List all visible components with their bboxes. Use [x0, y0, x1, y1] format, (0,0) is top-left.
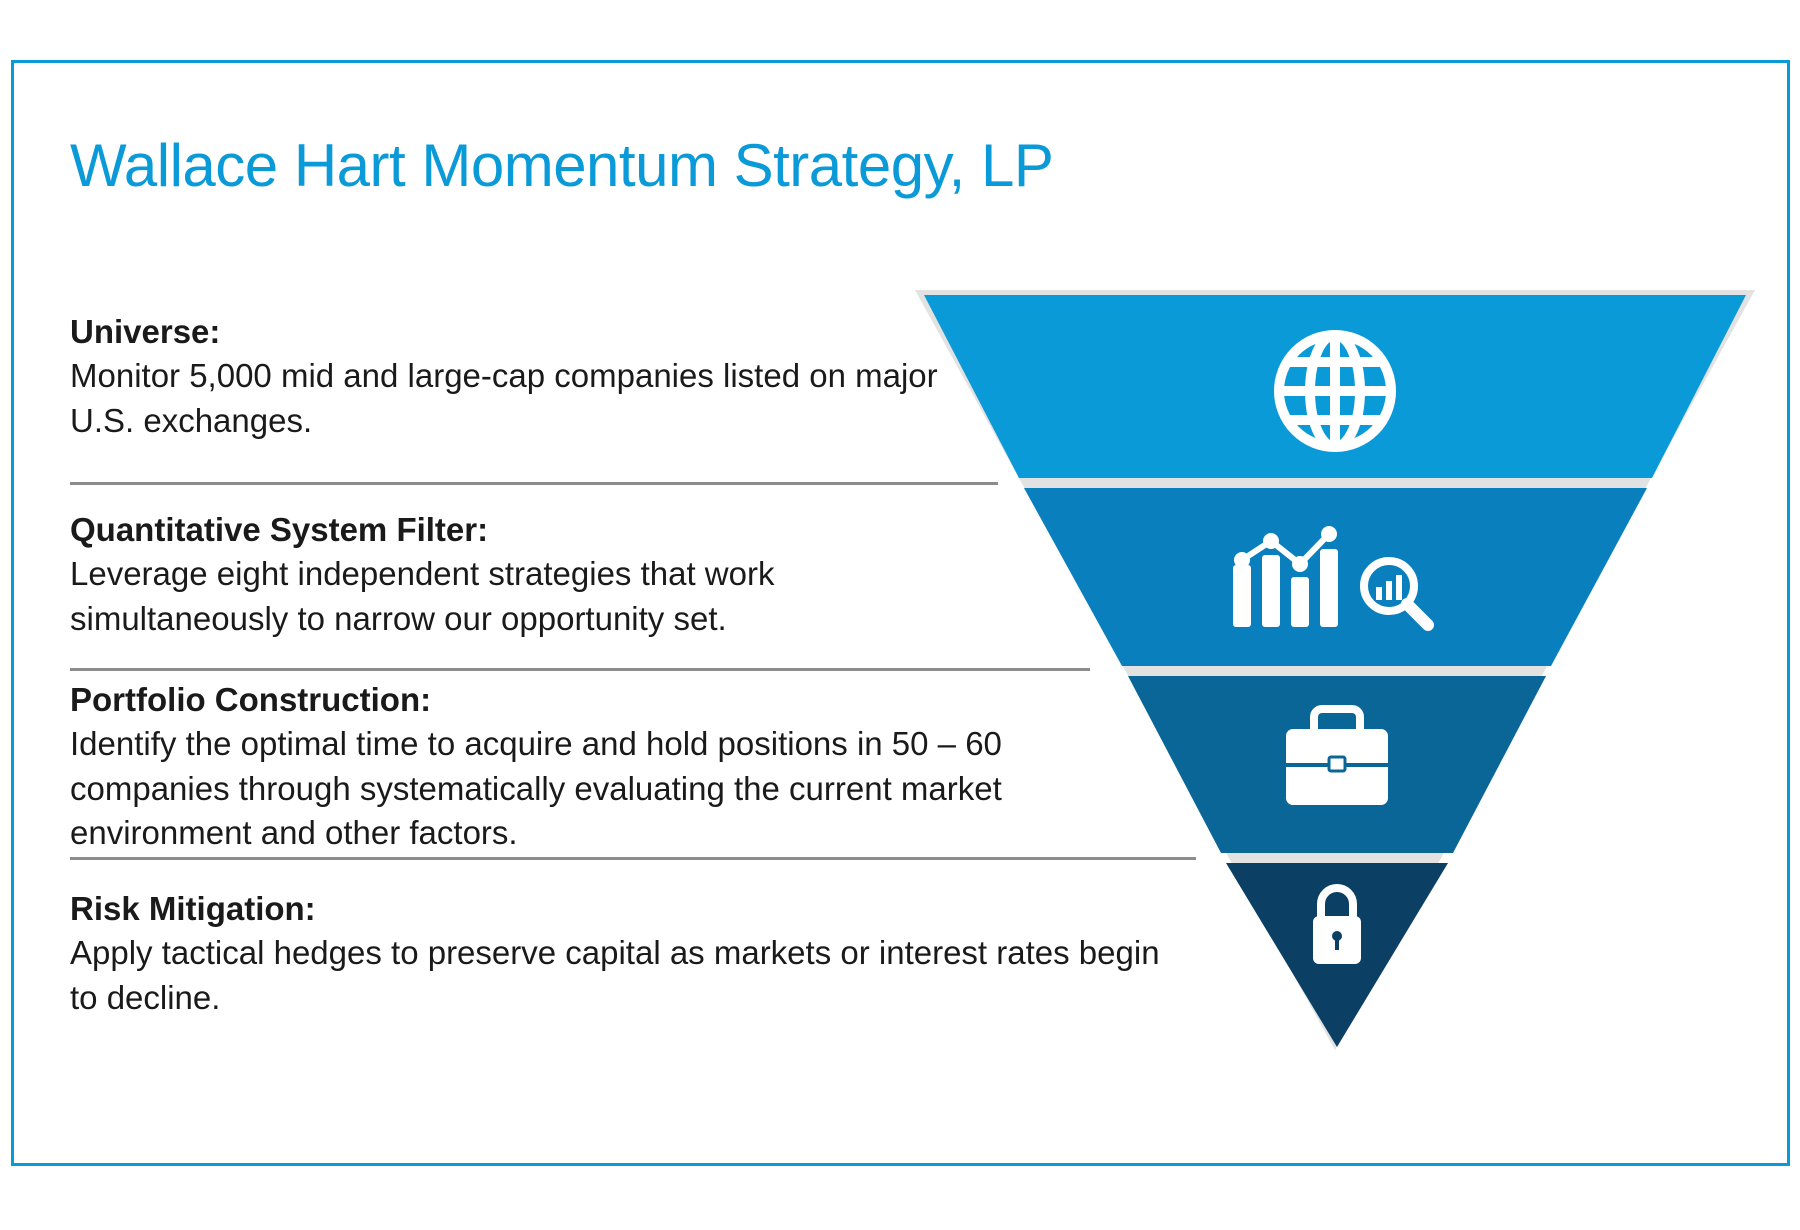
funnel-outline	[915, 290, 1755, 1050]
step-heading: Universe:	[70, 313, 221, 350]
step-description: Leverage eight independent strategies th…	[70, 555, 775, 637]
briefcase-icon	[1286, 705, 1388, 805]
step-description: Apply tactical hedges to preserve capita…	[70, 934, 1160, 1016]
step-portfolio-construction: Portfolio Construction: Identify the opt…	[70, 678, 1130, 856]
chart-magnifier-icon	[1233, 526, 1434, 631]
divider	[70, 482, 998, 485]
step-heading: Quantitative System Filter:	[70, 511, 489, 548]
divider	[70, 668, 1090, 671]
divider	[70, 857, 1196, 860]
step-description: Monitor 5,000 mid and large-cap companie…	[70, 357, 938, 439]
globe-icon	[1274, 330, 1396, 452]
step-universe: Universe: Monitor 5,000 mid and large-ca…	[70, 310, 950, 443]
step-quantitative-system-filter: Quantitative System Filter: Leverage eig…	[70, 508, 970, 641]
page-title: Wallace Hart Momentum Strategy, LP	[70, 132, 1054, 199]
step-description: Identify the optimal time to acquire and…	[70, 725, 1002, 851]
content-frame	[11, 60, 1790, 1166]
step-heading: Risk Mitigation:	[70, 890, 316, 927]
funnel-diagram	[915, 290, 1755, 1050]
step-risk-mitigation: Risk Mitigation: Apply tactical hedges t…	[70, 887, 1180, 1020]
padlock-icon	[1313, 884, 1361, 964]
step-heading: Portfolio Construction:	[70, 681, 432, 718]
